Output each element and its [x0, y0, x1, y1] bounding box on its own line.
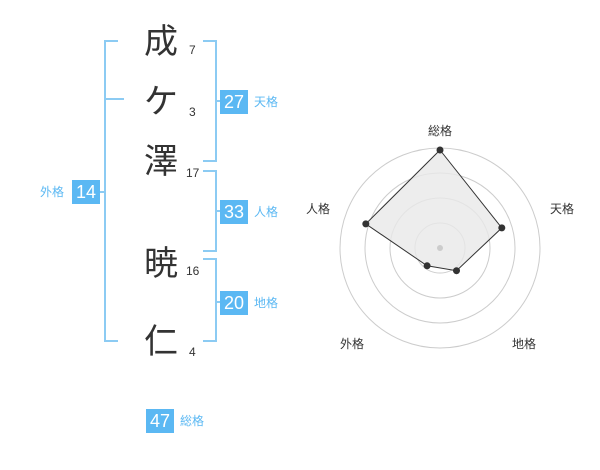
- jinkaku-value-badge: 33: [220, 200, 248, 224]
- name-char-4: 暁: [144, 244, 178, 284]
- gaikaku-label: 外格: [40, 185, 65, 199]
- stroke-count-3: 17: [186, 166, 200, 180]
- radar-value-polygon: [365, 149, 503, 272]
- radar-point-5: [362, 220, 370, 228]
- tenkaku-connector: [215, 100, 223, 102]
- stroke-count-4: 16: [186, 264, 200, 278]
- radar-point-3: [453, 267, 460, 275]
- name-char-1: 成: [144, 22, 178, 62]
- fortune-radar-chart: [339, 146, 541, 349]
- radar-point-1: [436, 146, 444, 154]
- soukaku-label: 総格: [180, 414, 205, 428]
- gaikaku-bracket: [104, 40, 118, 342]
- jinkaku-label: 人格: [254, 205, 279, 219]
- name-char-5: 仁: [144, 322, 178, 362]
- name-char-2: ケ: [144, 82, 178, 122]
- soukaku-value-badge: 47: [146, 409, 174, 433]
- radar-axis-label-chikaku: 地格: [511, 337, 536, 351]
- radar-axis-label-soukaku: 総格: [427, 124, 452, 138]
- tenkaku-label: 天格: [254, 95, 279, 109]
- radar-point-2: [498, 224, 506, 232]
- stroke-count-2: 3: [189, 105, 196, 119]
- jinkaku-connector: [215, 210, 223, 212]
- chikaku-label: 地格: [254, 296, 279, 310]
- chikaku-value-badge: 20: [220, 291, 248, 315]
- stroke-count-1: 7: [189, 43, 196, 57]
- radar-center-dot: [437, 245, 443, 251]
- radar-point-4: [423, 262, 431, 270]
- tenkaku-value-badge: 27: [220, 90, 248, 114]
- name-char-3: 澤: [144, 142, 178, 182]
- radar-axis-label-tenkaku: 天格: [549, 202, 574, 216]
- radar-axis-label-jinkaku: 人格: [305, 202, 330, 216]
- chikaku-bracket: [203, 258, 217, 342]
- gaikaku-value-badge: 14: [72, 180, 100, 204]
- stroke-count-5: 4: [189, 345, 196, 359]
- gaikaku-bracket-divider: [104, 98, 124, 100]
- radar-axis-label-gaikaku: 外格: [339, 337, 364, 351]
- chikaku-connector: [215, 301, 223, 303]
